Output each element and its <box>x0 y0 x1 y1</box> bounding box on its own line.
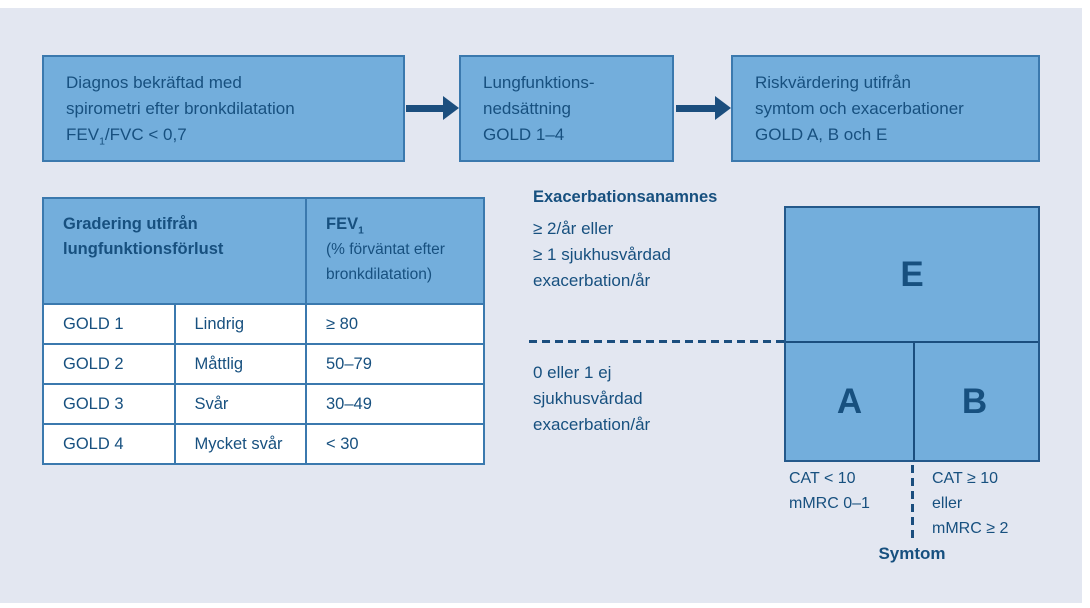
table-cell-fev: 30–49 <box>305 383 485 425</box>
symptom-high-text: CAT ≥ 10 eller mMRC ≥ 2 <box>932 466 1008 541</box>
table-row: GOLD 1 Lindrig ≥ 80 <box>42 303 485 345</box>
table-header-fev: FEV1 (% förväntat efter bronkdilatation) <box>305 197 485 305</box>
low-exacerbation-line-2: sjukhusvårdad <box>533 389 643 408</box>
low-exacerbation-line-1: 0 eller 1 ej <box>533 363 612 382</box>
table-row: GOLD 3 Svår 30–49 <box>42 383 485 425</box>
flow-box-lung-function: Lungfunktions- nedsättning GOLD 1–4 <box>459 55 674 162</box>
symptom-high-line-1: CAT ≥ 10 <box>932 470 998 487</box>
table-cell-severity: Lindrig <box>173 303 307 345</box>
grid-horizontal-divider <box>786 341 1038 343</box>
low-exacerbation-line-3: exacerbation/år <box>533 415 651 434</box>
arrow-right-icon <box>406 96 459 120</box>
flow-box-diagnosis-line-1: Diagnos bekräftad med <box>66 72 242 92</box>
symptom-low-line-1: CAT < 10 <box>789 470 856 487</box>
table-row: GOLD 2 Måttlig 50–79 <box>42 343 485 385</box>
high-exacerbation-text: ≥ 2/år eller ≥ 1 sjukhusvårdad exacerbat… <box>533 216 671 294</box>
arrow-shaft <box>676 104 715 112</box>
table-cell-severity: Måttlig <box>173 343 307 385</box>
gold-abe-risk-grid: E A B <box>784 206 1040 462</box>
flow-box-lung-function-line-2: nedsättning <box>483 98 571 118</box>
fev-text: FEV <box>66 124 100 144</box>
fev-note: (% förväntat efter bronkdilatation) <box>326 241 445 283</box>
table-header-grading: Gradering utifrån lungfunktionsförlust <box>42 197 307 305</box>
table-row: GOLD 4 Mycket svår < 30 <box>42 423 485 465</box>
flow-box-risk-assessment-line-1: Riskvärdering utifrån <box>755 72 911 92</box>
high-exacerbation-line-3: exacerbation/år <box>533 271 651 290</box>
exacerbation-history-title: Exacerbationsanamnes <box>533 188 718 206</box>
flow-box-risk-assessment-line-2: symtom och exacerbationer <box>755 98 964 118</box>
flow-box-risk-assessment-line-3: GOLD A, B och E <box>755 124 888 144</box>
flow-box-diagnosis: Diagnos bekräftad med spirometri efter b… <box>42 55 405 162</box>
high-exacerbation-line-2: ≥ 1 sjukhusvårdad <box>533 245 671 264</box>
fev-label-subscript: 1 <box>358 225 364 237</box>
table-cell-severity: Svår <box>173 383 307 425</box>
dashed-exacerbation-divider <box>529 340 786 343</box>
fev-subscript: 1 <box>99 134 105 147</box>
table-cell-grade: GOLD 2 <box>42 343 176 385</box>
fev-label: FEV <box>326 215 359 233</box>
flow-box-risk-assessment: Riskvärdering utifrån symtom och exacerb… <box>731 55 1040 162</box>
symptom-axis-label: Symtom <box>878 544 946 563</box>
arrow-head <box>715 96 731 120</box>
symptom-high-line-2: eller <box>932 495 963 512</box>
table-cell-grade: GOLD 3 <box>42 383 176 425</box>
symptom-high-line-3: mMRC ≥ 2 <box>932 520 1009 537</box>
fvc-ratio-text: /FVC < 0,7 <box>104 124 187 144</box>
arrow-head <box>443 96 459 120</box>
arrow-shaft <box>406 104 443 112</box>
table-cell-fev: ≥ 80 <box>305 303 485 345</box>
dashed-symptom-divider <box>911 465 914 540</box>
grid-vertical-divider <box>913 343 915 460</box>
low-exacerbation-text: 0 eller 1 ej sjukhusvårdad exacerbation/… <box>533 360 650 438</box>
risk-cell-e: E <box>900 254 924 294</box>
symptom-low-line-2: mMRC 0–1 <box>789 495 870 512</box>
flow-box-diagnosis-line-3: FEV1/FVC < 0,7 <box>66 122 403 148</box>
symptom-low-text: CAT < 10 mMRC 0–1 <box>789 466 870 516</box>
table-cell-grade: GOLD 1 <box>42 303 176 345</box>
table-cell-severity: Mycket svår <box>173 423 307 465</box>
risk-cell-a: A <box>836 381 863 421</box>
arrow-right-icon <box>676 96 731 120</box>
flow-box-lung-function-line-1: Lungfunktions- <box>483 72 595 92</box>
flow-box-diagnosis-line-2: spirometri efter bronkdilatation <box>66 98 295 118</box>
gold-grading-table: Gradering utifrån lungfunktionsförlust F… <box>42 197 485 465</box>
table-header-row: Gradering utifrån lungfunktionsförlust F… <box>42 197 485 305</box>
risk-cell-b: B <box>961 381 988 421</box>
high-exacerbation-line-1: ≥ 2/år eller <box>533 219 614 238</box>
table-cell-grade: GOLD 4 <box>42 423 176 465</box>
table-cell-fev: < 30 <box>305 423 485 465</box>
table-cell-fev: 50–79 <box>305 343 485 385</box>
flow-box-lung-function-line-3: GOLD 1–4 <box>483 124 565 144</box>
